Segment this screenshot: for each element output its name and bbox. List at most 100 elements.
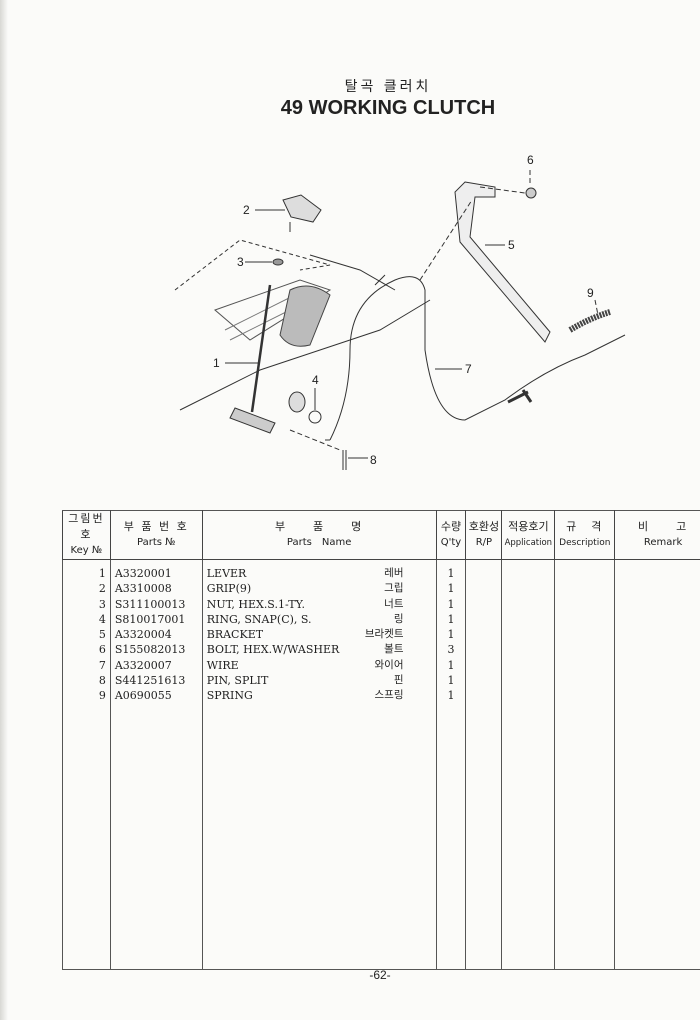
callout-lines [225, 209, 505, 459]
rp-cell [465, 627, 503, 643]
part-number: S810017001 [109, 611, 203, 628]
key-no: 6 [62, 642, 111, 658]
quantity: 1 [435, 611, 467, 628]
part-name-cell: PIN, SPLIT 핀 [201, 673, 437, 689]
description-cell [554, 596, 616, 612]
part-name: BOLT, HEX.W/WASHER [206, 643, 340, 657]
rp-cell [465, 673, 503, 689]
callout-5: 5 [508, 238, 515, 252]
remark-cell [614, 688, 700, 704]
application-cell [501, 611, 556, 628]
part-number: S311100013 [109, 596, 203, 612]
rp-cell [465, 657, 503, 674]
remark-cell [614, 673, 700, 689]
key-no: 7 [62, 657, 111, 674]
rp-cell [465, 596, 503, 612]
remark-cell [614, 642, 700, 658]
part-name-korean: 볼트 [384, 643, 404, 656]
title-korean: 탈곡 클러치 [344, 79, 432, 95]
quantity: 1 [435, 627, 467, 643]
key-no: 9 [62, 688, 111, 704]
part-name-cell: RING, SNAP(C), S.링 [201, 611, 437, 628]
description-cell [554, 559, 616, 582]
quantity: 1 [435, 688, 467, 704]
part-name-korean: 그립 [384, 582, 404, 595]
application-cell [501, 673, 556, 689]
remark-cell [614, 596, 700, 612]
exploded-parts-diagram [174, 170, 626, 470]
remark-cell [614, 581, 700, 597]
key-no: 8 [62, 673, 111, 689]
application-cell [501, 581, 556, 597]
page-number: -62- [369, 968, 391, 982]
description-cell [554, 581, 616, 597]
bolt-part [525, 187, 537, 199]
part-name-cell: GRIP(9) 그립 [201, 581, 437, 597]
remark-cell [614, 611, 700, 628]
key-no: 5 [62, 627, 111, 643]
callout-4: 4 [312, 373, 319, 387]
part-number: A0690055 [109, 688, 203, 704]
part-number: A3310008 [109, 581, 203, 597]
callout-2: 2 [243, 203, 250, 217]
part-name-korean: 핀 [393, 674, 404, 687]
quantity: 1 [435, 581, 467, 597]
rp-cell [465, 642, 503, 658]
part-name-cell: BOLT, HEX.W/WASHER 볼트 [201, 642, 437, 658]
key-no: 1 [62, 559, 111, 582]
callout-9: 9 [587, 286, 594, 300]
part-number: S155082013 [109, 642, 203, 658]
grip-part [282, 194, 322, 232]
lever-part [229, 284, 306, 434]
split-pin-part [342, 450, 347, 470]
part-number: S441251613 [109, 673, 203, 689]
description-cell [554, 688, 616, 704]
callout-1: 1 [213, 356, 220, 370]
nut-part [272, 258, 284, 266]
rp-cell [465, 688, 503, 704]
part-name: GRIP(9) [206, 582, 252, 596]
description-cell [554, 627, 616, 643]
key-no: 2 [62, 581, 111, 597]
part-number: A3320007 [109, 657, 203, 674]
callout-3: 3 [237, 255, 244, 269]
part-name: BRACKET [206, 628, 264, 642]
description-cell [554, 657, 616, 674]
description-cell [554, 673, 616, 689]
part-name: PIN, SPLIT [206, 674, 269, 688]
part-name: WIRE [206, 658, 239, 672]
wire-part [325, 274, 626, 441]
description-cell [554, 642, 616, 658]
rp-cell [465, 559, 503, 582]
remark-cell [614, 627, 700, 643]
quantity: 1 [435, 559, 467, 582]
quantity: 1 [435, 596, 467, 612]
key-no: 4 [62, 611, 111, 628]
application-cell [501, 688, 556, 704]
description-cell [554, 611, 616, 628]
callout-6: 6 [527, 153, 534, 167]
part-name: RING, SNAP(C), S. [206, 612, 312, 626]
application-cell [501, 559, 556, 582]
